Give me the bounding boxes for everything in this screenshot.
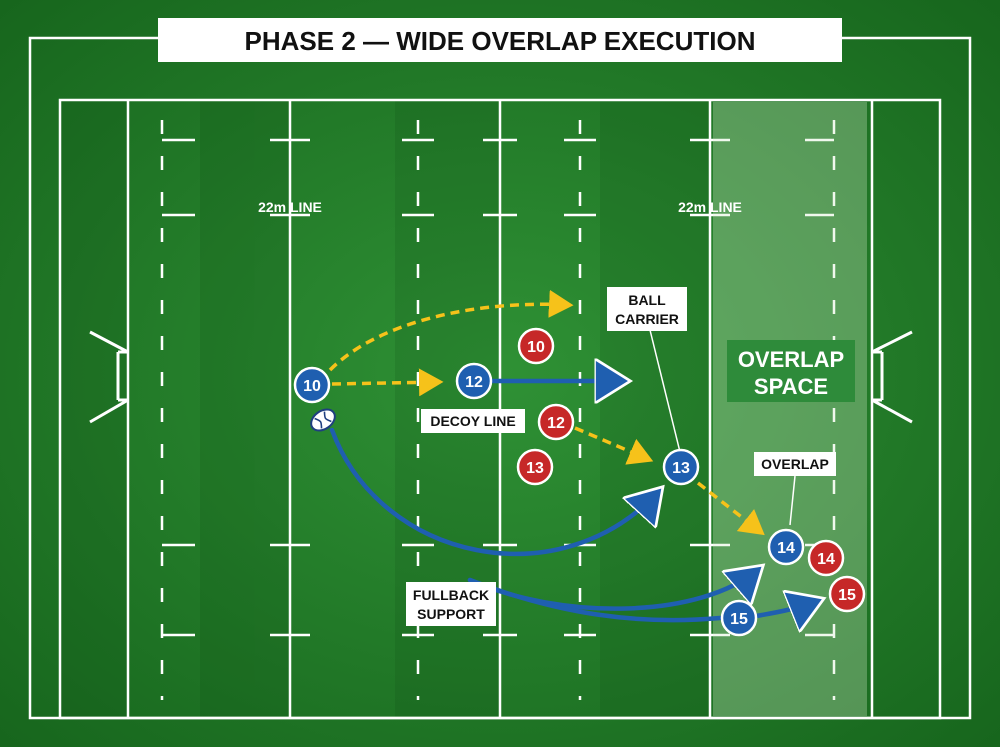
overlap-space-label-bg	[727, 340, 855, 402]
callout-fullback-support: FULLBACK SUPPORT	[406, 582, 496, 626]
svg-text:BALL: BALL	[628, 292, 666, 308]
callout-decoy-line: DECOY LINE	[421, 409, 525, 433]
defender-15: 15	[828, 575, 866, 613]
svg-text:10: 10	[303, 378, 321, 395]
overlap-space-label-line2: SPACE	[754, 374, 828, 399]
page-title: PHASE 2 — WIDE OVERLAP EXECUTION	[245, 26, 756, 56]
svg-text:CARRIER: CARRIER	[615, 311, 679, 327]
defender-13: 13	[516, 448, 554, 486]
attacker-12: 12	[455, 362, 493, 400]
run-lines	[329, 381, 820, 623]
svg-text:15: 15	[838, 587, 856, 604]
pass-line-10-to-12	[331, 368, 444, 397]
overlap-space-label-line1: OVERLAP	[738, 347, 844, 372]
run-line-15-out	[753, 600, 820, 616]
goal-posts-left	[89, 330, 129, 424]
attacker-14: 14	[767, 528, 805, 566]
callout-ball-carrier: BALL CARRIER	[607, 287, 687, 331]
attacker-13: 13	[662, 448, 700, 486]
svg-text:SUPPORT: SUPPORT	[417, 606, 485, 622]
goal-posts-right	[871, 330, 913, 424]
22m-label-right: 22m LINE	[678, 199, 742, 215]
title-box	[158, 18, 842, 62]
svg-text:10: 10	[527, 339, 545, 356]
rugby-ball-icon	[310, 408, 336, 432]
svg-text:14: 14	[777, 540, 795, 557]
pass-line-13-to-14	[696, 481, 765, 536]
dashed-lines	[160, 120, 836, 700]
defender-10: 10	[517, 327, 555, 365]
svg-text:FULLBACK: FULLBACK	[413, 587, 489, 603]
svg-text:13: 13	[672, 460, 690, 477]
pass-lines	[328, 289, 765, 536]
callout-pointers	[649, 329, 796, 526]
svg-text:DECOY LINE: DECOY LINE	[430, 413, 515, 429]
run-line-10-to-13	[329, 427, 660, 557]
defender-14: 14	[807, 539, 845, 577]
attacker-15: 15	[720, 599, 758, 637]
attacker-10: 10	[293, 366, 331, 404]
svg-text:14: 14	[817, 551, 835, 568]
callout-overlap: OVERLAP	[754, 452, 836, 476]
svg-text:12: 12	[465, 374, 483, 391]
pass-line-12-to-13	[574, 426, 654, 465]
run-line-15	[467, 577, 723, 623]
svg-text:12: 12	[547, 415, 565, 432]
22m-label-left: 22m LINE	[258, 199, 322, 215]
svg-text:13: 13	[526, 460, 544, 477]
svg-text:OVERLAP: OVERLAP	[761, 456, 829, 472]
svg-text:15: 15	[730, 611, 748, 628]
defender-12: 12	[537, 403, 575, 441]
